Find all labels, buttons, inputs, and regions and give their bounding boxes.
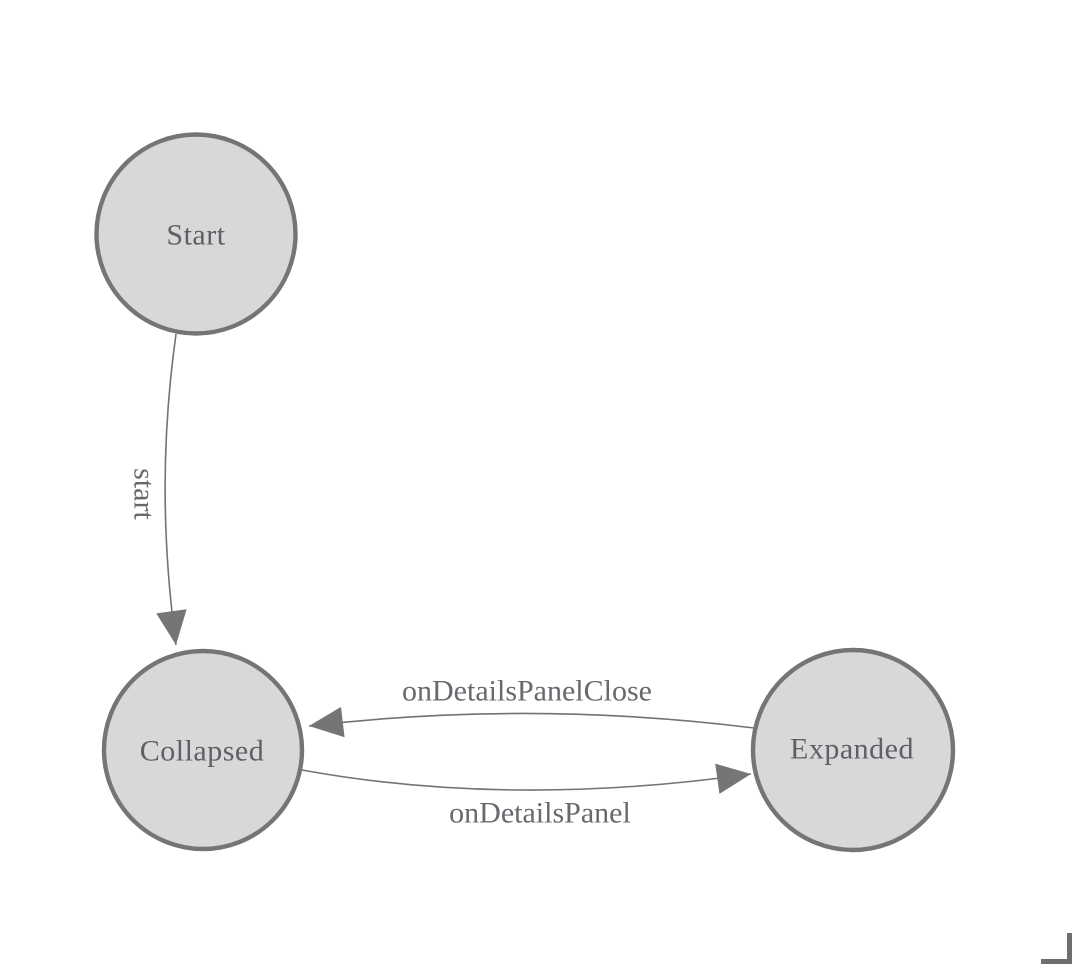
transition-ondetailspanel-path (301, 763, 752, 794)
state-start-node[interactable] (96, 134, 296, 334)
state-collapsed[interactable]: Collapsed (101, 648, 305, 852)
resize-corner[interactable] (1041, 933, 1072, 964)
state-label-collapsed: Collapsed (140, 735, 265, 768)
resize-corner-horizontal-bar (1041, 959, 1072, 964)
state-expanded-border (750, 647, 956, 853)
transition-expanded-to-collapsed: onDetailsPanelClose (308, 675, 755, 738)
transition-start-to-collapsed: start (128, 333, 187, 646)
transition-label-start: start (128, 468, 161, 520)
transition-start-path (156, 333, 187, 646)
state-start-border (94, 132, 298, 336)
transition-label-ondetailspanelclose: onDetailsPanelClose (402, 675, 652, 708)
resize-corner-vertical-bar (1067, 933, 1072, 964)
state-start[interactable]: Start (94, 132, 298, 336)
transition-label-ondetailspanel: onDetailsPanel (449, 797, 631, 830)
transition-collapsed-to-expanded: onDetailsPanel (301, 763, 752, 830)
state-collapsed-node[interactable] (104, 651, 302, 849)
state-collapsed-border (101, 648, 305, 852)
transition-ondetailspanelclose-path (308, 706, 755, 738)
state-label-expanded: Expanded (790, 733, 914, 766)
state-label-start: Start (166, 219, 225, 252)
state-expanded[interactable]: Expanded (750, 647, 956, 853)
state-expanded-node[interactable] (753, 650, 953, 850)
